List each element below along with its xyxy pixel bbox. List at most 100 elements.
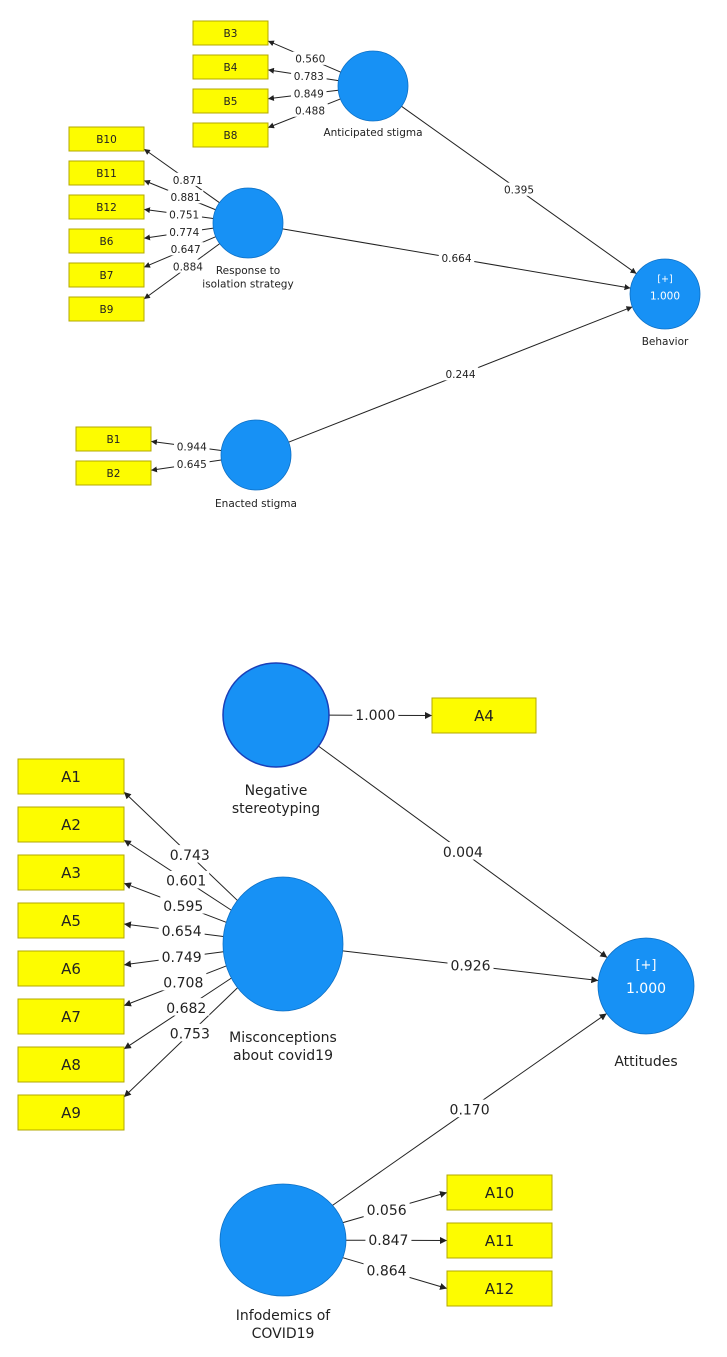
loading-value-b4: 0.783 (291, 68, 327, 83)
construct-infodemics-label-1: Infodemics of (236, 1308, 332, 1324)
loading-value-a6-text: 0.749 (162, 950, 202, 966)
construct-negative-label-1: Negative (245, 783, 308, 799)
loading-value-b2-text: 0.645 (177, 459, 207, 471)
loading-value-a2-text: 0.601 (166, 874, 206, 890)
indicator-label-b3: B3 (224, 28, 238, 40)
indicator-b11[interactable]: B11 (68, 160, 145, 186)
indicator-label-a10: A10 (485, 1184, 514, 1202)
loading-value-b11-text: 0.881 (170, 192, 200, 204)
indicator-label-b5: B5 (224, 96, 238, 108)
loading-value-b7: 0.647 (167, 242, 204, 256)
indicator-a12[interactable]: A12 (446, 1270, 553, 1307)
loading-value-a7-text: 0.708 (163, 976, 203, 992)
loading-value-a8: 0.682 (163, 998, 210, 1017)
indicator-b9[interactable]: B9 (68, 296, 145, 322)
construct-infodemics-label-2: COVID19 (252, 1326, 315, 1342)
path-coefficient-response-behavior-text: 0.664 (441, 253, 471, 265)
loading-value-b12: 0.751 (166, 207, 202, 221)
indicator-label-a12: A12 (485, 1280, 514, 1298)
indicator-a10[interactable]: A10 (446, 1174, 553, 1211)
indicator-b5[interactable]: B5 (192, 88, 269, 114)
loading-value-b5-text: 0.849 (294, 88, 324, 100)
construct-response-label-1: Response to (216, 265, 280, 277)
construct-attitudes-expand[interactable]: [+] (635, 958, 656, 973)
indicator-label-b2: B2 (107, 468, 121, 480)
indicator-label-b8: B8 (224, 130, 238, 142)
indicator-a5[interactable]: A5 (17, 902, 125, 939)
construct-attitudes-r-squared: 1.000 (626, 981, 666, 997)
indicator-label-a6: A6 (61, 960, 81, 978)
path-coefficient-enacted-behavior: 0.244 (442, 367, 479, 381)
loading-value-b4-text: 0.783 (294, 71, 324, 83)
construct-enacted[interactable]: Enacted stigma (215, 419, 297, 510)
construct-response[interactable]: Response to isolation strategy (202, 187, 294, 291)
indicator-a11[interactable]: A11 (446, 1222, 553, 1259)
loading-value-b6: 0.774 (166, 225, 202, 239)
indicator-b6[interactable]: B6 (68, 228, 145, 254)
path-coefficient-anticipated-behavior-text: 0.395 (504, 185, 534, 197)
loading-value-a6: 0.749 (158, 947, 205, 966)
loading-value-b10-text: 0.871 (173, 175, 203, 187)
indicator-label-a3: A3 (61, 864, 81, 882)
loading-value-a1-text: 0.743 (170, 848, 210, 864)
path-coefficient-misconceptions-attitudes: 0.926 (447, 955, 494, 975)
loading-value-a10-text: 0.056 (367, 1203, 407, 1219)
loading-value-b3: 0.560 (292, 51, 328, 66)
path-coefficient-infodemics-attitudes-text: 0.170 (450, 1102, 490, 1118)
construct-negative-label-2: stereotyping (232, 801, 320, 817)
loading-value-b2: 0.645 (174, 457, 210, 471)
loading-value-a1: 0.743 (166, 845, 213, 864)
indicator-label-b4: B4 (224, 62, 238, 74)
loading-value-b9: 0.884 (170, 259, 206, 274)
indicator-b8[interactable]: B8 (192, 122, 269, 148)
loading-value-a12-text: 0.864 (367, 1264, 407, 1280)
path-coefficient-anticipated-behavior: 0.395 (501, 182, 537, 197)
indicator-b3[interactable]: B3 (192, 20, 269, 46)
construct-attitudes-label-1: Attitudes (614, 1054, 677, 1070)
loading-value-b7-text: 0.647 (171, 244, 201, 256)
loading-value-b8-text: 0.488 (295, 106, 325, 118)
indicator-a1[interactable]: A1 (17, 758, 125, 795)
loading-value-a5-text: 0.654 (162, 924, 202, 940)
loading-value-a3-text: 0.595 (163, 899, 203, 915)
loading-value-b3-text: 0.560 (295, 54, 325, 66)
loading-value-b8: 0.488 (292, 103, 328, 118)
construct-behavior-expand[interactable]: [+] (657, 274, 672, 285)
indicator-label-a1: A1 (61, 768, 81, 786)
indicator-label-b12: B12 (96, 202, 117, 214)
indicator-a6[interactable]: A6 (17, 950, 125, 987)
path-coefficient-infodemics-attitudes: 0.170 (446, 1099, 493, 1118)
indicator-a7[interactable]: A7 (17, 998, 125, 1035)
path-coefficient-misconceptions-attitudes-text: 0.926 (450, 959, 490, 975)
construct-response-label-2: isolation strategy (202, 279, 293, 291)
loading-value-a4-text: 1.000 (355, 708, 395, 724)
indicator-label-a2: A2 (61, 816, 81, 834)
indicator-b4[interactable]: B4 (192, 54, 269, 80)
path-coefficient-negative-attitudes-text: 0.004 (443, 845, 483, 861)
indicator-label-a8: A8 (61, 1056, 81, 1074)
indicator-b12[interactable]: B12 (68, 194, 145, 220)
indicator-a4[interactable]: A4 (431, 697, 537, 734)
construct-anticipated[interactable]: Anticipated stigma (323, 50, 423, 139)
indicator-a9[interactable]: A9 (17, 1094, 125, 1131)
indicator-label-a7: A7 (61, 1008, 81, 1026)
construct-infodemics[interactable]: Infodemics of COVID19 (219, 1183, 347, 1342)
construct-behavior-r-squared: 1.000 (650, 290, 680, 302)
path-coefficient-enacted-behavior-text: 0.244 (445, 369, 475, 381)
indicator-a2[interactable]: A2 (17, 806, 125, 843)
loading-value-a9-text: 0.753 (170, 1027, 210, 1043)
indicator-b1[interactable]: B1 (75, 426, 152, 452)
construct-misconceptions-label-1: Misconceptions (229, 1030, 337, 1046)
construct-negative[interactable]: Negative stereotyping (222, 662, 330, 817)
indicator-b10[interactable]: B10 (68, 126, 145, 152)
loading-value-a3: 0.595 (160, 896, 207, 915)
indicator-a3[interactable]: A3 (17, 854, 125, 891)
indicator-b7[interactable]: B7 (68, 262, 145, 288)
indicator-b2[interactable]: B2 (75, 460, 152, 486)
indicator-a8[interactable]: A8 (17, 1046, 125, 1083)
